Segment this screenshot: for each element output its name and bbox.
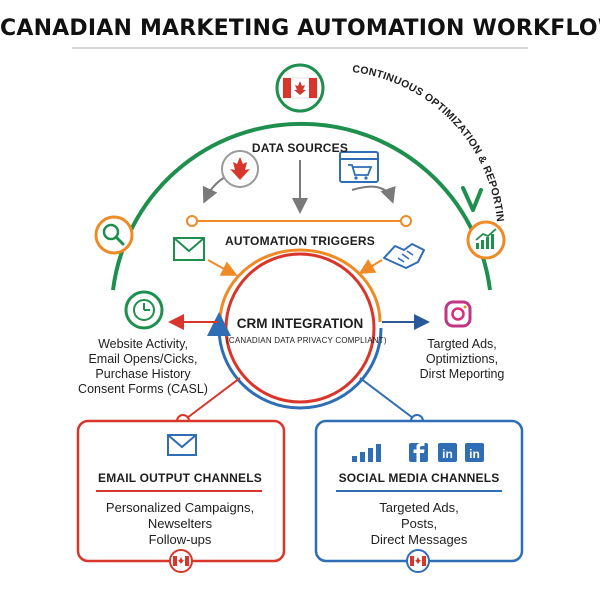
data-sources-label: DATA SOURCES	[251, 141, 349, 155]
list-item: Follow-ups	[148, 532, 212, 547]
optimization-arc-arrow	[461, 186, 483, 212]
data-source-connector-right	[351, 185, 396, 204]
social-box-title: SOCIAL MEDIA CHANNELS	[338, 471, 500, 485]
list-item: Posts,	[400, 516, 438, 531]
list-item: Targeted Ads,	[379, 500, 459, 515]
list-item: Optimiztions,	[425, 352, 499, 366]
optimization-arc	[111, 121, 492, 291]
handshake-icon	[383, 243, 425, 269]
svg-text:in: in	[442, 447, 453, 461]
page-title: CANADIAN MARKETING AUTOMATION WORKFLOW	[0, 16, 600, 41]
email-box-envelope-icon	[167, 434, 197, 456]
trigger-arrow-right	[358, 258, 383, 275]
list-item: Website Activity,	[98, 337, 188, 351]
svg-text:in: in	[469, 447, 480, 461]
crm-title: CRM INTEGRATION	[236, 316, 364, 331]
clock-icon	[124, 290, 164, 330]
maple-leaf-icon	[221, 150, 259, 188]
canada-flag-icon	[275, 63, 325, 113]
facebook-icon	[409, 443, 428, 462]
crm-to-social-connector	[359, 377, 414, 419]
list-item: Targted Ads,	[427, 337, 497, 351]
instagram-icon	[444, 300, 472, 328]
list-item: Email Opens/Cicks,	[88, 352, 198, 366]
linkedin-icon: in	[438, 443, 457, 462]
list-item: Direct Messages	[370, 532, 468, 547]
list-item: Personalized Campaigns,	[105, 500, 255, 515]
list-item: Newselters	[147, 516, 213, 531]
list-item: Purchase History	[95, 367, 191, 381]
crm-subtitle: (CANADIAN DATA PRIVACY COMPLIANT)	[226, 336, 387, 345]
crm-orange-ring	[218, 248, 382, 323]
crm-blue-ring	[217, 327, 383, 410]
bar-chart-icon	[352, 444, 381, 462]
list-item: Consent Forms (CASL)	[78, 382, 208, 396]
trigger-arrow-left	[207, 259, 238, 276]
crm-to-email-connector	[186, 377, 241, 419]
search-icon	[94, 215, 134, 255]
growth-chart-icon	[466, 220, 506, 260]
automation-triggers-label: AUTOMATION TRIGGERS	[224, 234, 376, 248]
triggers-bar-node-left	[186, 215, 198, 227]
triggers-bar-node-right	[400, 215, 412, 227]
shopping-cart-browser-icon	[339, 151, 379, 183]
email-envelope-icon	[173, 237, 205, 261]
social-box-flag-icon	[406, 549, 430, 573]
email-box-flag-icon	[169, 549, 193, 573]
list-item: Dirst Meporting	[419, 367, 505, 381]
linkedin-icon: in	[465, 443, 484, 462]
email-box-title: EMAIL OUTPUT CHANNELS	[98, 471, 262, 485]
